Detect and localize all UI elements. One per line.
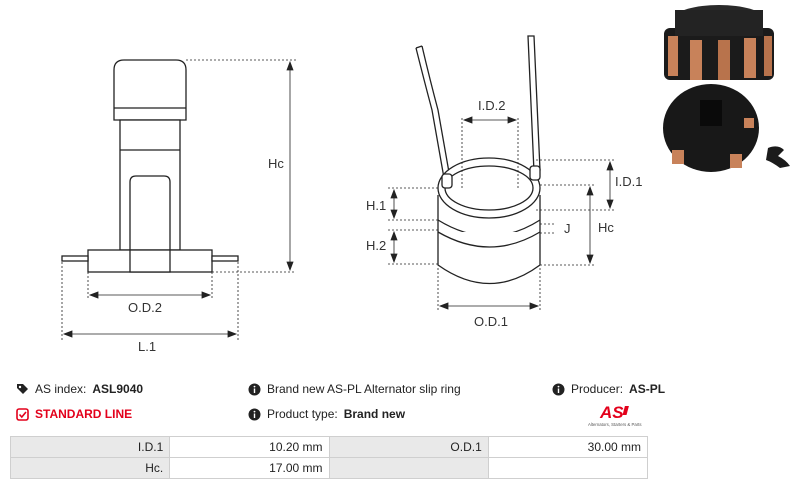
- hc-left-label: Hc: [268, 156, 284, 171]
- product-info: AS index: ASL9040 STANDARD LINE Brand ne…: [0, 380, 800, 430]
- product-photo-bottom: [663, 84, 790, 172]
- od2-label: O.D.2: [128, 300, 162, 315]
- spec-value: [487, 457, 649, 479]
- h2-label: H.2: [366, 238, 386, 253]
- spec-value: 30.00 mm: [487, 436, 649, 458]
- h1-label: H.1: [366, 198, 386, 213]
- od1-label: O.D.1: [474, 314, 508, 329]
- as-logo: AS Alternators, Starters & Parts: [586, 402, 650, 428]
- spec-label: Hc.: [9, 457, 171, 479]
- logo-tagline: Alternators, Starters & Parts: [588, 422, 642, 427]
- spec-value: 10.20 mm: [169, 436, 330, 458]
- producer: Producer: AS-PL: [552, 382, 665, 396]
- logo-text: AS: [599, 403, 624, 422]
- j-label: J: [564, 221, 571, 236]
- table-row: Hc. 17.00 mm: [9, 457, 649, 479]
- specs-table: I.D.1 10.20 mm O.D.1 30.00 mm Hc. 17.00 …: [9, 436, 649, 479]
- info-icon: [248, 383, 261, 396]
- spec-value: 17.00 mm: [169, 457, 330, 479]
- product-type: Product type: Brand new: [248, 407, 405, 421]
- producer-value: AS-PL: [629, 382, 666, 396]
- tag-icon: [16, 383, 29, 396]
- l1-label: L.1: [138, 339, 156, 354]
- spec-label: [328, 457, 489, 479]
- as-index-value: ASL9040: [92, 382, 144, 396]
- id2-label: I.D.2: [478, 98, 505, 113]
- checkbox-icon: [16, 407, 29, 421]
- spec-label: O.D.1: [328, 436, 489, 458]
- as-index: AS index: ASL9040: [16, 382, 143, 396]
- standard-line: STANDARD LINE: [16, 407, 132, 421]
- id1-label: I.D.1: [615, 174, 642, 189]
- info-icon: [248, 408, 261, 421]
- producer-label: Producer:: [571, 382, 624, 396]
- product-type-label: Product type:: [267, 407, 338, 421]
- standard-line-label: STANDARD LINE: [35, 407, 133, 421]
- perspective-view-dimensions: [388, 116, 616, 312]
- info-icon: [552, 383, 565, 396]
- perspective-view: [415, 35, 541, 284]
- technical-drawing: Hc O.D.2 L.1: [61, 5, 790, 354]
- as-index-label: AS index:: [35, 382, 87, 396]
- product-type-value: Brand new: [343, 407, 406, 421]
- product-photo-top: [664, 5, 774, 80]
- description: Brand new AS-PL Alternator slip ring: [248, 382, 461, 396]
- spec-label: I.D.1: [9, 436, 171, 458]
- table-row: I.D.1 10.20 mm O.D.1 30.00 mm: [9, 436, 649, 458]
- hc-right-label: Hc: [598, 220, 614, 235]
- side-view: [61, 59, 239, 273]
- description-text: Brand new AS-PL Alternator slip ring: [267, 382, 461, 396]
- side-view-dimensions: [61, 59, 296, 340]
